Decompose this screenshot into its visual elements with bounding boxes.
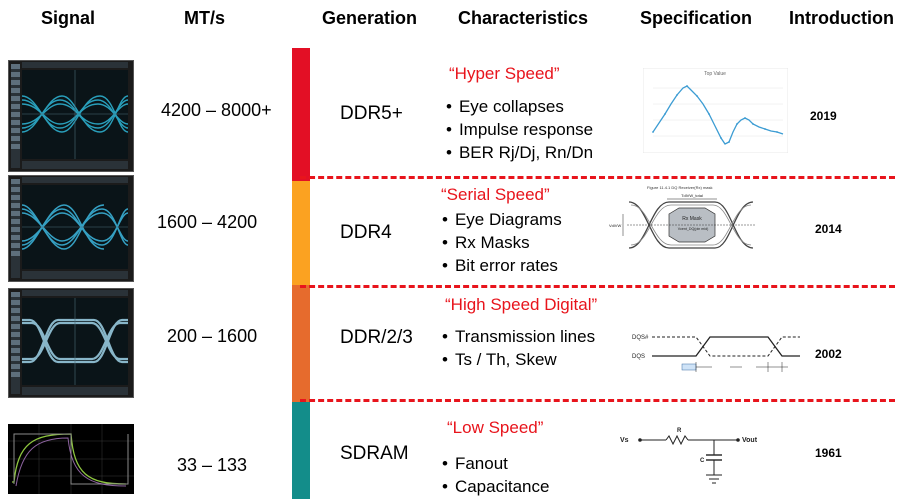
speed-class-quote: “Serial Speed”	[441, 185, 550, 204]
spec-vdivw-label: VdiVW	[609, 223, 621, 228]
list-item: Rx Masks	[442, 231, 562, 254]
header-characteristics: Characteristics	[458, 8, 589, 28]
list-item: Bit error rates	[442, 254, 562, 277]
oscilloscope-eye-ddr4	[8, 175, 134, 282]
spec-rc-circuit-diagram: Vs R Vout C	[620, 428, 758, 484]
timeline-segment-sdram	[292, 402, 310, 499]
header-generation: Generation	[322, 8, 418, 28]
list-item: Ts / Th, Skew	[442, 348, 595, 371]
header-mts: MT/s	[184, 8, 226, 28]
row-divider	[300, 399, 895, 402]
row-divider	[300, 176, 895, 179]
timeline-segment-ddr5	[292, 48, 310, 181]
characteristics-list: Fanout Capacitance	[442, 452, 550, 498]
spec-vcent-label: Vcent_DQ(pin mid)	[678, 227, 709, 231]
list-item: Transmission lines	[442, 325, 595, 348]
spec-dqs-n-label: DQS#	[632, 335, 649, 341]
header-signal: Signal	[41, 8, 96, 28]
oscilloscope-rc-sdram	[8, 424, 134, 494]
spec-tdiw-label: TdiVW_total	[681, 193, 703, 198]
generation-label: DDR/2/3	[340, 327, 413, 348]
spec-plot-title: Top Value	[704, 71, 726, 77]
introduction-year: 2014	[815, 222, 842, 236]
timeline-segment-ddr4	[292, 181, 310, 285]
characteristics-list: Transmission lines Ts / Th, Skew	[442, 325, 595, 371]
speed-class-quote: “Hyper Speed”	[449, 64, 560, 83]
oscilloscope-eye-ddr5	[8, 60, 134, 172]
generation-label: DDR5+	[340, 103, 403, 124]
introduction-year: 2019	[810, 109, 837, 123]
spec-vs-label: Vs	[620, 437, 629, 444]
spec-mask-figure-title: Figure 11.4.1 DQ Receiver(Rx) mask	[647, 185, 713, 190]
mts-value: 200 – 1600	[167, 326, 258, 346]
header-introduction: Introduction	[789, 8, 894, 28]
mts-value: 1600 – 4200	[157, 212, 258, 232]
list-item: Eye Diagrams	[442, 208, 562, 231]
list-item: Capacitance	[442, 475, 550, 498]
list-item: Fanout	[442, 452, 549, 475]
speed-class-quote: “Low Speed”	[447, 418, 544, 437]
timeline-segment-ddr123	[292, 285, 310, 402]
speed-class-quote: “High Speed Digital”	[445, 295, 598, 314]
oscilloscope-eye-ddr123	[8, 288, 134, 398]
introduction-year: 1961	[815, 446, 842, 460]
list-item: Impulse response	[446, 118, 593, 141]
header-specification: Specification	[640, 8, 753, 28]
mts-value: 4200 – 8000+	[161, 100, 272, 120]
generation-label: DDR4	[340, 222, 392, 243]
spec-c-label: C	[700, 458, 705, 464]
spec-mask-label: Rx Mask	[682, 216, 702, 222]
characteristics-list: Eye Diagrams Rx Masks Bit error rates	[442, 208, 562, 277]
spec-impulse-response-plot: Top Value	[643, 68, 788, 153]
spec-dqs-timing-diagram: DQS# DQS	[632, 335, 800, 372]
spec-r-label: R	[677, 428, 682, 434]
mts-value: 33 – 133	[177, 455, 248, 475]
spec-dqs-label: DQS	[632, 354, 645, 360]
list-item: BER Rj/Dj, Rn/Dn	[446, 141, 593, 164]
generation-label: SDRAM	[340, 443, 409, 464]
introduction-year: 2002	[815, 347, 842, 361]
list-item: Eye collapses	[446, 95, 593, 118]
spec-rx-mask-diagram: Figure 11.4.1 DQ Receiver(Rx) mask Rx Ma…	[609, 185, 755, 249]
characteristics-list: Eye collapses Impulse response BER Rj/Dj…	[446, 95, 593, 164]
spec-vout-label: Vout	[742, 437, 758, 444]
row-divider	[300, 285, 895, 288]
